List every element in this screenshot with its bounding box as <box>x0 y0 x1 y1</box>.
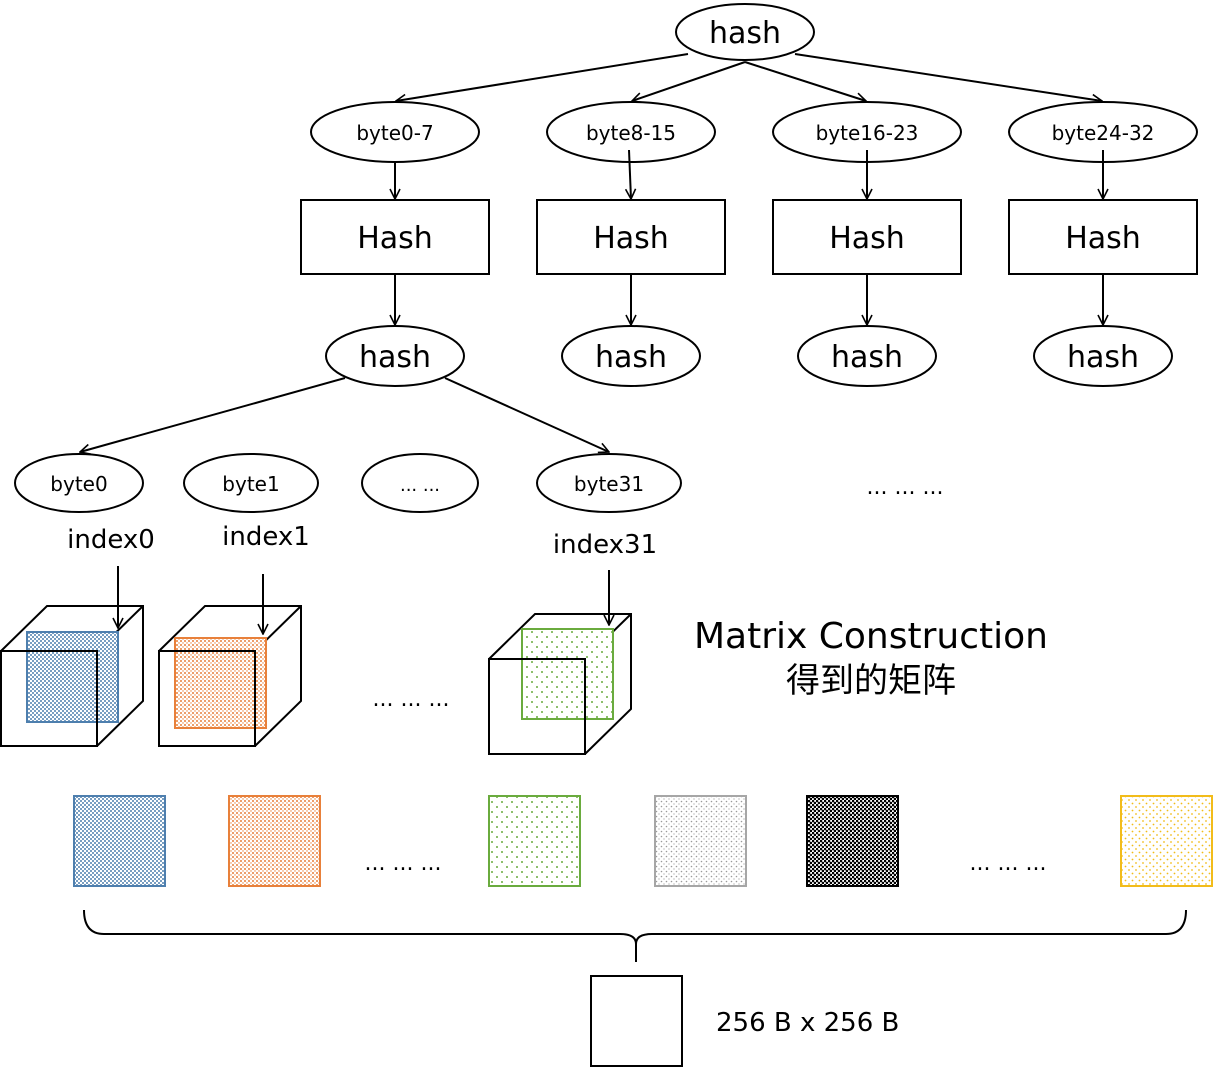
byte-group-label-1: byte8-15 <box>586 121 676 145</box>
byte-node-ellipsis <box>361 453 479 513</box>
cubes-ellipsis: ... ... ... <box>373 687 450 712</box>
group-hash-label-3: hash <box>1067 340 1139 375</box>
matrix-slice-31 <box>521 628 614 720</box>
hash-block-label-3: Hash <box>1065 221 1141 256</box>
byte-group-label-0: byte0-7 <box>356 121 433 145</box>
group-hash-node-2 <box>797 325 937 387</box>
group-hash-node-0 <box>325 325 465 387</box>
hash-block-2 <box>772 199 962 275</box>
cube-1 <box>158 605 302 747</box>
groups-ellipsis: ... ... ... <box>867 475 944 500</box>
byte-node-1 <box>183 453 319 513</box>
byte-group-node-1 <box>546 101 716 163</box>
hash-block-3 <box>1008 199 1198 275</box>
byte-node-31 <box>536 453 682 513</box>
matrix-orange <box>228 795 321 887</box>
hash-block-0 <box>300 199 490 275</box>
byte-node-0 <box>14 453 144 513</box>
index-label-31: index31 <box>553 530 657 560</box>
byte-label-ellipsis: ... ... <box>400 475 440 496</box>
edge-hash-byte0 <box>80 377 346 452</box>
cube-0 <box>0 605 144 747</box>
matrix-slice-1 <box>174 637 267 729</box>
cube-31 <box>488 613 632 755</box>
index-label-1: index1 <box>222 522 310 552</box>
edge-hash-byte31 <box>444 377 609 452</box>
result-size-label: 256 B x 256 B <box>716 1008 899 1038</box>
hash-block-label-2: Hash <box>829 221 905 256</box>
combine-brace <box>83 909 1187 962</box>
group-hash-label-2: hash <box>831 340 903 375</box>
group-hash-label-1: hash <box>595 340 667 375</box>
index-label-0: index0 <box>67 525 155 555</box>
byte-group-label-3: byte24-32 <box>1052 121 1155 145</box>
root-hash-label: hash <box>709 16 781 51</box>
hash-block-label-0: Hash <box>357 221 433 256</box>
hash-block-label-1: Hash <box>593 221 669 256</box>
matrices-ellipsis-left: ... ... ... <box>365 851 442 876</box>
byte-group-label-2: byte16-23 <box>816 121 919 145</box>
result-matrix <box>590 975 683 1067</box>
edge-root-group-0 <box>396 53 689 101</box>
edge-root-group-3 <box>794 53 1102 101</box>
group-hash-node-3 <box>1033 325 1173 387</box>
matrix-slice-0 <box>26 631 119 723</box>
byte-label-0: byte0 <box>50 472 107 496</box>
matrix-caption-title: Matrix Construction <box>694 616 1048 657</box>
edge-root-group-2 <box>744 61 866 101</box>
matrix-blue <box>73 795 166 887</box>
matrix-green <box>488 795 581 887</box>
group-hash-node-1 <box>561 325 701 387</box>
group-hash-label-0: hash <box>359 340 431 375</box>
edge-group1-block <box>629 149 631 199</box>
matrices-ellipsis-right: ... ... ... <box>970 851 1047 876</box>
edge-root-group-1 <box>632 61 746 101</box>
matrix-caption-subtitle: 得到的矩阵 <box>786 661 956 701</box>
matrix-yellow <box>1120 795 1213 887</box>
root-hash-node <box>675 3 815 61</box>
matrix-black <box>806 795 899 887</box>
byte-label-1: byte1 <box>222 472 279 496</box>
byte-label-31: byte31 <box>574 472 644 496</box>
matrix-gray <box>654 795 747 887</box>
